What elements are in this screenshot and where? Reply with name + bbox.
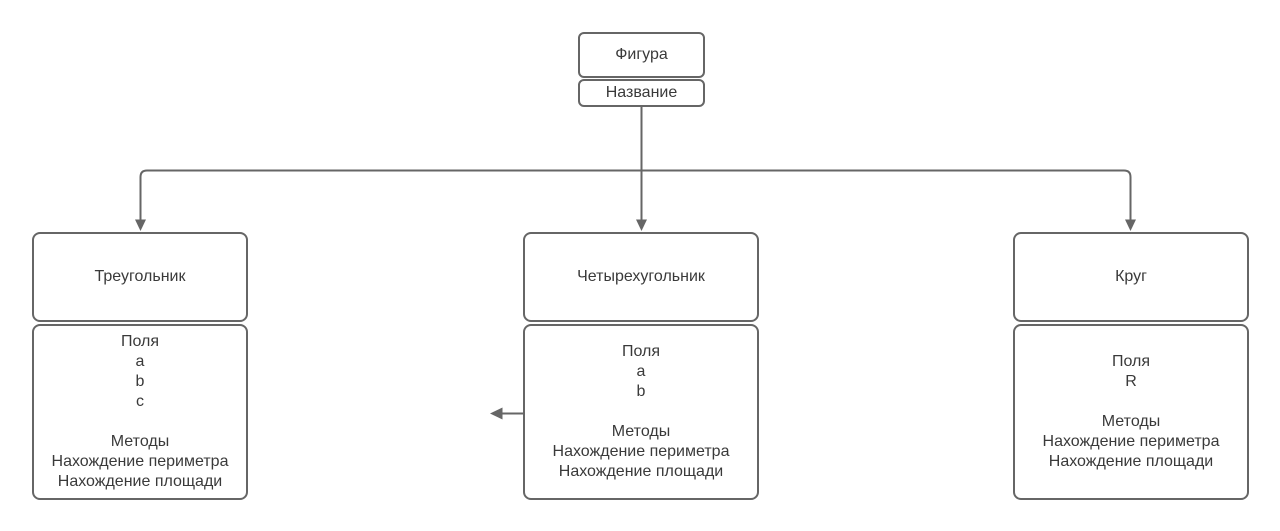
arrowhead-quadrilateral xyxy=(636,219,647,231)
field-line: Нахождение периметра xyxy=(552,443,730,460)
field-line: Поля xyxy=(120,333,160,350)
field-line: Поля xyxy=(1111,353,1151,370)
arrowhead-left xyxy=(490,407,503,420)
class-title-label: Четырехугольник xyxy=(577,268,705,285)
class-node-circle: Круг Поля R Методы Нахождение периметра … xyxy=(1013,232,1249,500)
class-title-triangle: Треугольник xyxy=(32,232,248,322)
class-title-label: Круг xyxy=(1115,268,1147,285)
field-line: a xyxy=(636,363,646,380)
class-node-triangle: Треугольник Поля a b c Методы Нахождение… xyxy=(32,232,248,500)
node-figure-title-label: Фигура xyxy=(615,46,668,63)
class-node-quadrilateral: Четырехугольник Поля a b Методы Нахожден… xyxy=(523,232,759,500)
class-fields-triangle: Поля a b c Методы Нахождение периметра Н… xyxy=(32,324,248,500)
arrowhead-circle xyxy=(1125,219,1136,231)
class-fields-quadrilateral: Поля a b Методы Нахождение периметра Нах… xyxy=(523,324,759,500)
field-line: c xyxy=(136,393,144,410)
class-title-label: Треугольник xyxy=(94,268,186,285)
field-line: Методы xyxy=(611,423,671,440)
field-line: Нахождение площади xyxy=(558,463,724,480)
field-line: Нахождение периметра xyxy=(1042,433,1220,450)
field-line: Методы xyxy=(1101,413,1161,430)
field-line: a xyxy=(135,353,145,370)
field-line: b xyxy=(636,383,646,400)
node-figure-name-label: Название xyxy=(605,84,678,101)
arrowhead-triangle xyxy=(135,219,146,231)
class-title-circle: Круг xyxy=(1013,232,1249,322)
field-line: Поля xyxy=(621,343,661,360)
field-line: b xyxy=(135,373,145,390)
node-figure-name-field: Название xyxy=(578,79,705,107)
node-figure-title: Фигура xyxy=(578,32,705,78)
field-line: Нахождение площади xyxy=(1048,453,1214,470)
edge-root-to-circle xyxy=(641,169,1132,221)
field-line: Методы xyxy=(110,433,170,450)
class-fields-circle: Поля R Методы Нахождение периметра Нахож… xyxy=(1013,324,1249,500)
field-line: Нахождение периметра xyxy=(51,453,229,470)
field-line: Нахождение площади xyxy=(57,473,223,490)
field-line: R xyxy=(1125,373,1137,390)
class-title-quadrilateral: Четырехугольник xyxy=(523,232,759,322)
edge-root-to-triangle xyxy=(139,169,642,221)
